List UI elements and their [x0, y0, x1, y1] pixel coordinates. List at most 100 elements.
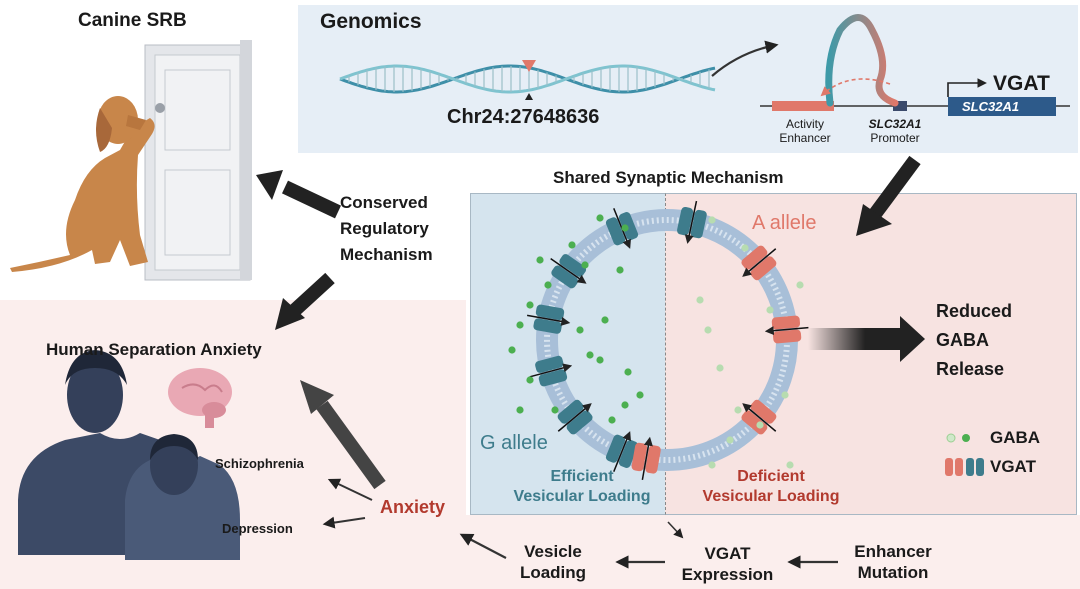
gene-name: VGAT: [993, 72, 1050, 95]
chromatin-loop: [825, 14, 899, 107]
enhancer-mut-line2: Mutation: [857, 563, 929, 582]
vgat-transporter: [741, 245, 777, 281]
gaba-molecule: [608, 416, 616, 424]
vgat-exp-line2: Expression: [681, 565, 774, 584]
gaba-molecule: [596, 214, 604, 222]
synapse-to-vgat-arrow: [667, 521, 684, 539]
conserved-line3: Mechanism: [340, 245, 433, 264]
deficient-label: Deficient Vesicular Loading: [686, 467, 856, 507]
efficient-label: Efficient Vesicular Loading: [497, 467, 667, 507]
enhancer-label-line1: Activity: [785, 117, 824, 131]
vgat-transporter: [557, 399, 593, 435]
legend-vgat-label: VGAT: [990, 457, 1036, 476]
arrow-to-human: [290, 272, 335, 316]
gaba-molecule-pale: [704, 326, 712, 334]
enhancer-interaction-arrow: [820, 78, 891, 97]
enhancer-label-line2: Enhancer: [779, 131, 831, 145]
gaba-molecule-pale: [766, 306, 774, 314]
gaba-molecule: [544, 281, 552, 289]
gaba-molecule-pale: [741, 244, 749, 252]
anxiety-to-human-arrow: [316, 400, 386, 490]
gaba-molecule: [516, 321, 524, 329]
gene-box: [948, 97, 1056, 116]
vgat-transporter: [529, 355, 573, 387]
gaba-molecule: [621, 224, 629, 232]
arrow-to-schizophrenia: [327, 478, 373, 501]
gaba-molecule-pale: [796, 281, 804, 289]
release-arrow: [808, 328, 903, 350]
deficient-line2: Vesicular Loading: [702, 488, 840, 505]
vgat-transporter: [527, 304, 571, 334]
vgat-transporter: [631, 436, 661, 480]
depression-label: Depression: [222, 521, 293, 536]
promoter-label-line1: SLC32A1: [868, 117, 922, 131]
a-allele-label: A allele: [752, 212, 817, 234]
efficient-line1: Efficient: [550, 468, 614, 485]
conserved-line2: Regulatory: [340, 219, 429, 238]
tss-arrow: [947, 78, 987, 97]
legend-gaba-label: GABA: [990, 428, 1041, 447]
promoter-box: [893, 101, 907, 111]
gaba-molecule: [536, 256, 544, 264]
canine-title: Canine SRB: [78, 10, 187, 31]
vgat-expression-label: VGAT Expression: [670, 543, 785, 585]
gaba-molecule: [516, 406, 524, 414]
legend-gaba-dot: [962, 434, 970, 442]
conserved-line1: Conserved: [340, 193, 428, 212]
gene-locus: [760, 14, 1070, 116]
conserved-label: Conserved Regulatory Mechanism: [340, 190, 433, 268]
legend-vgat-g: [966, 458, 974, 476]
arrow-to-canine: [282, 180, 341, 219]
dna-helix: [339, 64, 716, 94]
gaba-molecule: [526, 376, 534, 384]
vesicle-line1: Vesicle: [524, 542, 582, 561]
human-panel-bottom: [466, 515, 1080, 589]
schizophrenia-label: Schizophrenia: [215, 456, 304, 471]
gaba-molecule-pale: [708, 216, 716, 224]
gaba-molecule-pale: [734, 406, 742, 414]
reduced-line2: GABA: [936, 330, 989, 350]
arrow-to-depression: [322, 516, 366, 529]
enhancer-box: [772, 101, 834, 111]
vgat-exp-line1: VGAT: [704, 544, 751, 563]
gaba-molecule-pale: [708, 461, 716, 469]
vgat-transporter: [677, 200, 707, 244]
gaba-molecule: [576, 326, 584, 334]
gaba-molecule-pale: [696, 296, 704, 304]
gaba-molecules: [508, 214, 804, 469]
genomics-title: Genomics: [320, 10, 422, 33]
genomics-to-synapse-arrow: [866, 155, 921, 223]
promoter-label: SLC32A1 Promoter: [850, 117, 940, 145]
legend-gaba-pale-dot: [946, 433, 956, 443]
variant-marker: [522, 60, 536, 72]
gaba-molecule: [624, 368, 632, 376]
reduced-line1: Reduced: [936, 301, 1013, 321]
vesicle-line2: Loading: [519, 563, 587, 582]
brain-illustration: [168, 368, 232, 428]
vesicle-to-anxiety-arrow: [459, 533, 507, 559]
vgat-transporter: [764, 315, 809, 344]
vgat-transporter: [605, 431, 639, 472]
dog-illustration: [10, 96, 155, 272]
vesicle-loading-label: Vesicle Loading: [508, 541, 598, 583]
synaptic-title: Shared Synaptic Mechanism: [553, 168, 784, 187]
gaba-molecule: [616, 266, 624, 274]
deficient-line1: Deficient: [737, 468, 805, 485]
gaba-molecule: [526, 301, 534, 309]
gene-symbol: SLC32A1: [962, 99, 1020, 114]
dna-to-gene-arrow: [711, 40, 779, 77]
gaba-molecule-pale: [726, 436, 734, 444]
legend: [945, 433, 984, 476]
gaba-molecule: [601, 316, 609, 324]
gaba-molecule-pale: [716, 364, 724, 372]
efficient-line2: Vesicular Loading: [513, 488, 651, 505]
human-illustration: [18, 350, 240, 560]
locus-label: Chr24:27648636: [447, 106, 600, 128]
legend-vgat-a: [945, 458, 953, 476]
door: [144, 40, 252, 281]
promoter-label-line2: Promoter: [870, 131, 920, 145]
anxiety-label: Anxiety: [380, 497, 446, 517]
locus-pointer: [525, 93, 533, 100]
